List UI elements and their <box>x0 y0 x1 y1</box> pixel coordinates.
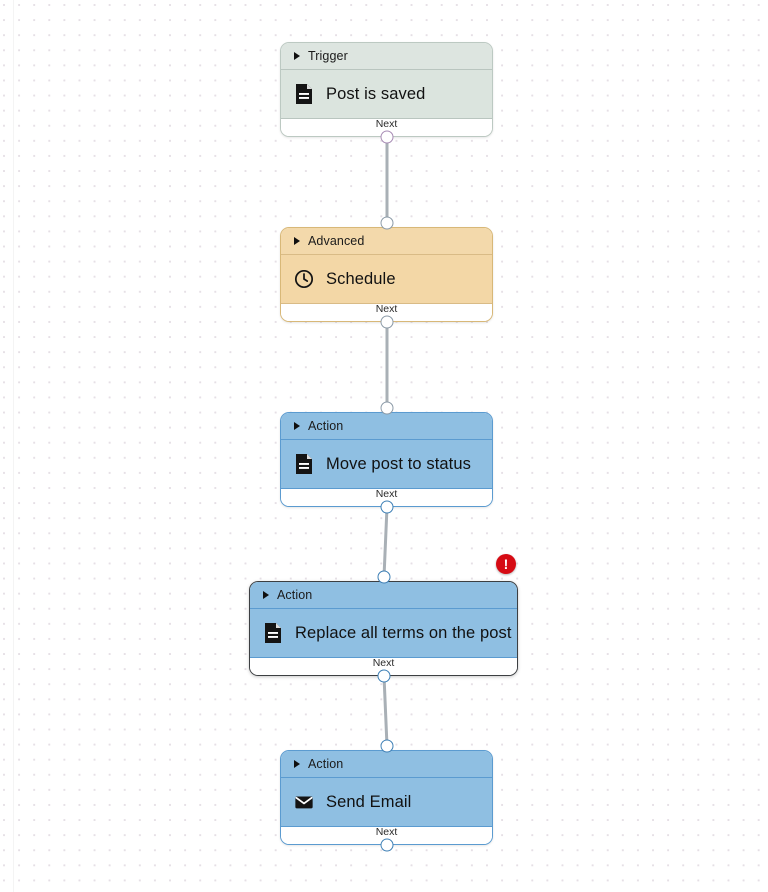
node-next-label[interactable]: Next <box>281 303 492 321</box>
port-action1-in[interactable] <box>380 401 394 415</box>
node-header[interactable]: Trigger <box>281 43 492 70</box>
chevron-right-icon[interactable] <box>294 422 300 430</box>
port-trigger-out[interactable] <box>380 130 394 144</box>
node-kind-label: Action <box>308 757 344 771</box>
port-action1-out[interactable] <box>380 500 394 514</box>
document-icon <box>296 454 312 474</box>
node-header[interactable]: Advanced <box>281 228 492 255</box>
next-text: Next <box>375 303 398 315</box>
node-next-label[interactable]: Next <box>250 657 517 675</box>
node-body[interactable]: Send Email <box>281 778 492 826</box>
envelope-icon <box>295 796 313 809</box>
node-header[interactable]: Action <box>281 413 492 440</box>
node-title: Schedule <box>326 269 396 288</box>
node-title: Post is saved <box>326 84 426 103</box>
envelope-icon-wrap <box>294 791 314 813</box>
node-body[interactable]: Move post to status <box>281 440 492 488</box>
chevron-right-icon[interactable] <box>294 52 300 60</box>
document-icon <box>296 84 312 104</box>
document-icon-wrap <box>294 83 314 105</box>
node-body[interactable]: Replace all terms on the post <box>250 609 517 657</box>
node-kind-label: Advanced <box>308 234 365 248</box>
next-text: Next <box>375 118 398 130</box>
next-text: Next <box>375 488 398 500</box>
node-next-label[interactable]: Next <box>281 488 492 506</box>
node-body[interactable]: Schedule <box>281 255 492 303</box>
node-body[interactable]: Post is saved <box>281 70 492 118</box>
document-icon-wrap <box>294 453 314 475</box>
node-title: Send Email <box>326 792 412 811</box>
node-header[interactable]: Action <box>250 582 517 609</box>
next-text: Next <box>375 826 398 838</box>
chevron-right-icon[interactable] <box>263 591 269 599</box>
port-advanced-in[interactable] <box>380 216 394 230</box>
port-action2-out[interactable] <box>377 669 391 683</box>
node-kind-label: Trigger <box>308 49 348 63</box>
port-action3-in[interactable] <box>380 739 394 753</box>
node-kind-label: Action <box>277 588 313 602</box>
clock-icon <box>294 269 314 289</box>
document-icon <box>265 623 281 643</box>
chevron-right-icon[interactable] <box>294 237 300 245</box>
edge-action1-to-action2[interactable] <box>382 505 389 579</box>
chevron-right-icon[interactable] <box>294 760 300 768</box>
node-next-label[interactable]: Next <box>281 826 492 844</box>
node-title: Replace all terms on the post <box>295 623 512 642</box>
port-advanced-out[interactable] <box>380 315 394 329</box>
error-badge[interactable]: ! <box>496 554 516 574</box>
edge-action2-to-action3[interactable] <box>382 674 389 748</box>
port-action3-out[interactable] <box>380 838 394 852</box>
node-kind-label: Action <box>308 419 344 433</box>
node-header[interactable]: Action <box>281 751 492 778</box>
port-action2-in[interactable] <box>377 570 391 584</box>
next-text: Next <box>372 657 395 669</box>
clock-icon-wrap <box>294 268 314 290</box>
node-next-label[interactable]: Next <box>281 118 492 136</box>
document-icon-wrap <box>263 622 283 644</box>
node-title: Move post to status <box>326 454 471 473</box>
